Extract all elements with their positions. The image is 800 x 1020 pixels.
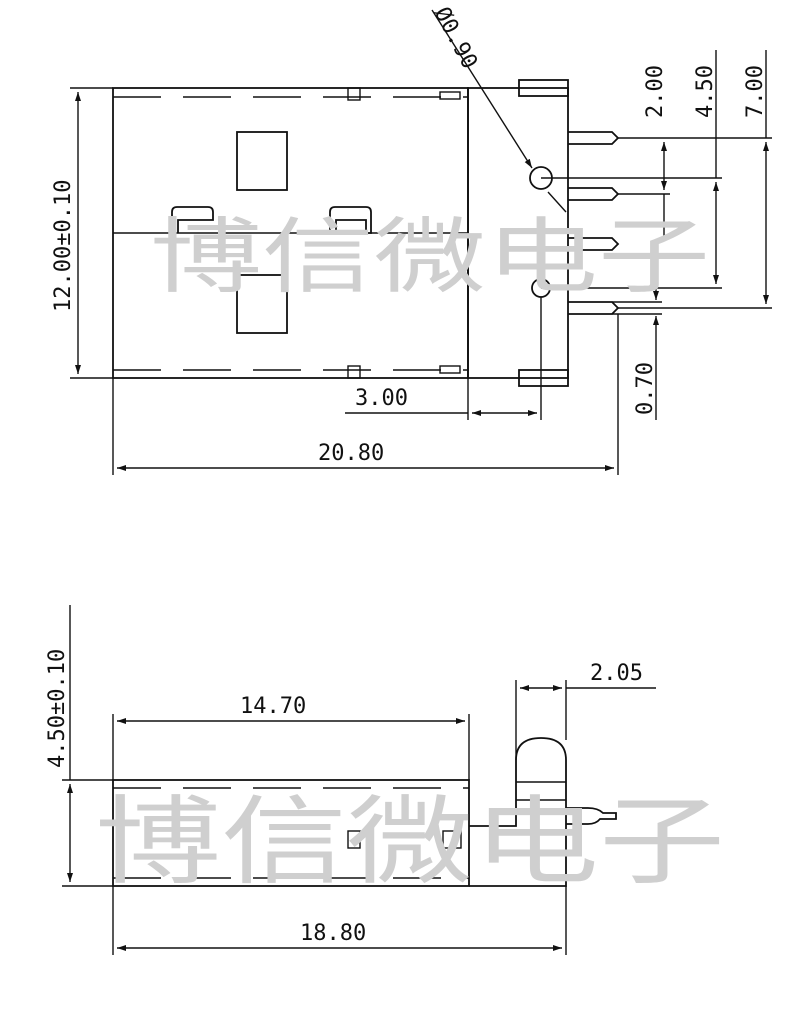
dim-label-hole: Ø0.90 — [429, 3, 482, 73]
side-lead — [566, 807, 617, 825]
dim-label-side-height: 4.50±0.10 — [45, 649, 70, 768]
rear-tab-bottom — [518, 369, 569, 387]
watermark-top: 博信微电子 — [150, 210, 710, 305]
top-notch-4 — [439, 365, 461, 374]
top-notch-1 — [347, 87, 361, 101]
dim-label-height: 12.00±0.10 — [51, 180, 76, 312]
contact-window-lower — [236, 274, 288, 334]
rear-housing — [467, 87, 569, 379]
dim-label-pitch-2: 4.50 — [693, 65, 718, 118]
dim-label-pin-offset: 3.00 — [355, 386, 408, 411]
dim-leader-hole — [431, 9, 533, 169]
side-shell — [112, 779, 470, 887]
rear-tab-top — [518, 79, 569, 97]
dim-label-lead: 2.05 — [590, 661, 643, 686]
latch-tab-left — [171, 206, 214, 233]
dim-label-width: 20.80 — [318, 441, 384, 466]
top-notch-3 — [347, 365, 361, 379]
contact-window-upper — [236, 131, 288, 191]
side-window-2 — [442, 830, 462, 849]
dim-label-pitch-3: 7.00 — [743, 65, 768, 118]
top-notch-2 — [439, 91, 461, 100]
side-view: 4.50±0.10 14.70 2.05 18.80 — [45, 605, 656, 955]
side-window-1 — [347, 830, 361, 849]
pin-2 — [568, 187, 620, 201]
pin-1 — [568, 131, 620, 145]
watermark-bottom: 博信微电子 — [95, 786, 725, 898]
latch-tab-right — [329, 206, 372, 234]
dim-label-shell-length: 14.70 — [240, 694, 306, 719]
dim-label-side-length: 18.80 — [300, 921, 366, 946]
dim-label-pin-width: 0.70 — [633, 362, 658, 415]
top-view: 12.00±0.10 20.80 3.00 Ø0.90 2.00 4.50 7.… — [51, 3, 772, 475]
dim-label-pitch-1: 2.00 — [643, 65, 668, 118]
pin-3 — [568, 237, 620, 251]
